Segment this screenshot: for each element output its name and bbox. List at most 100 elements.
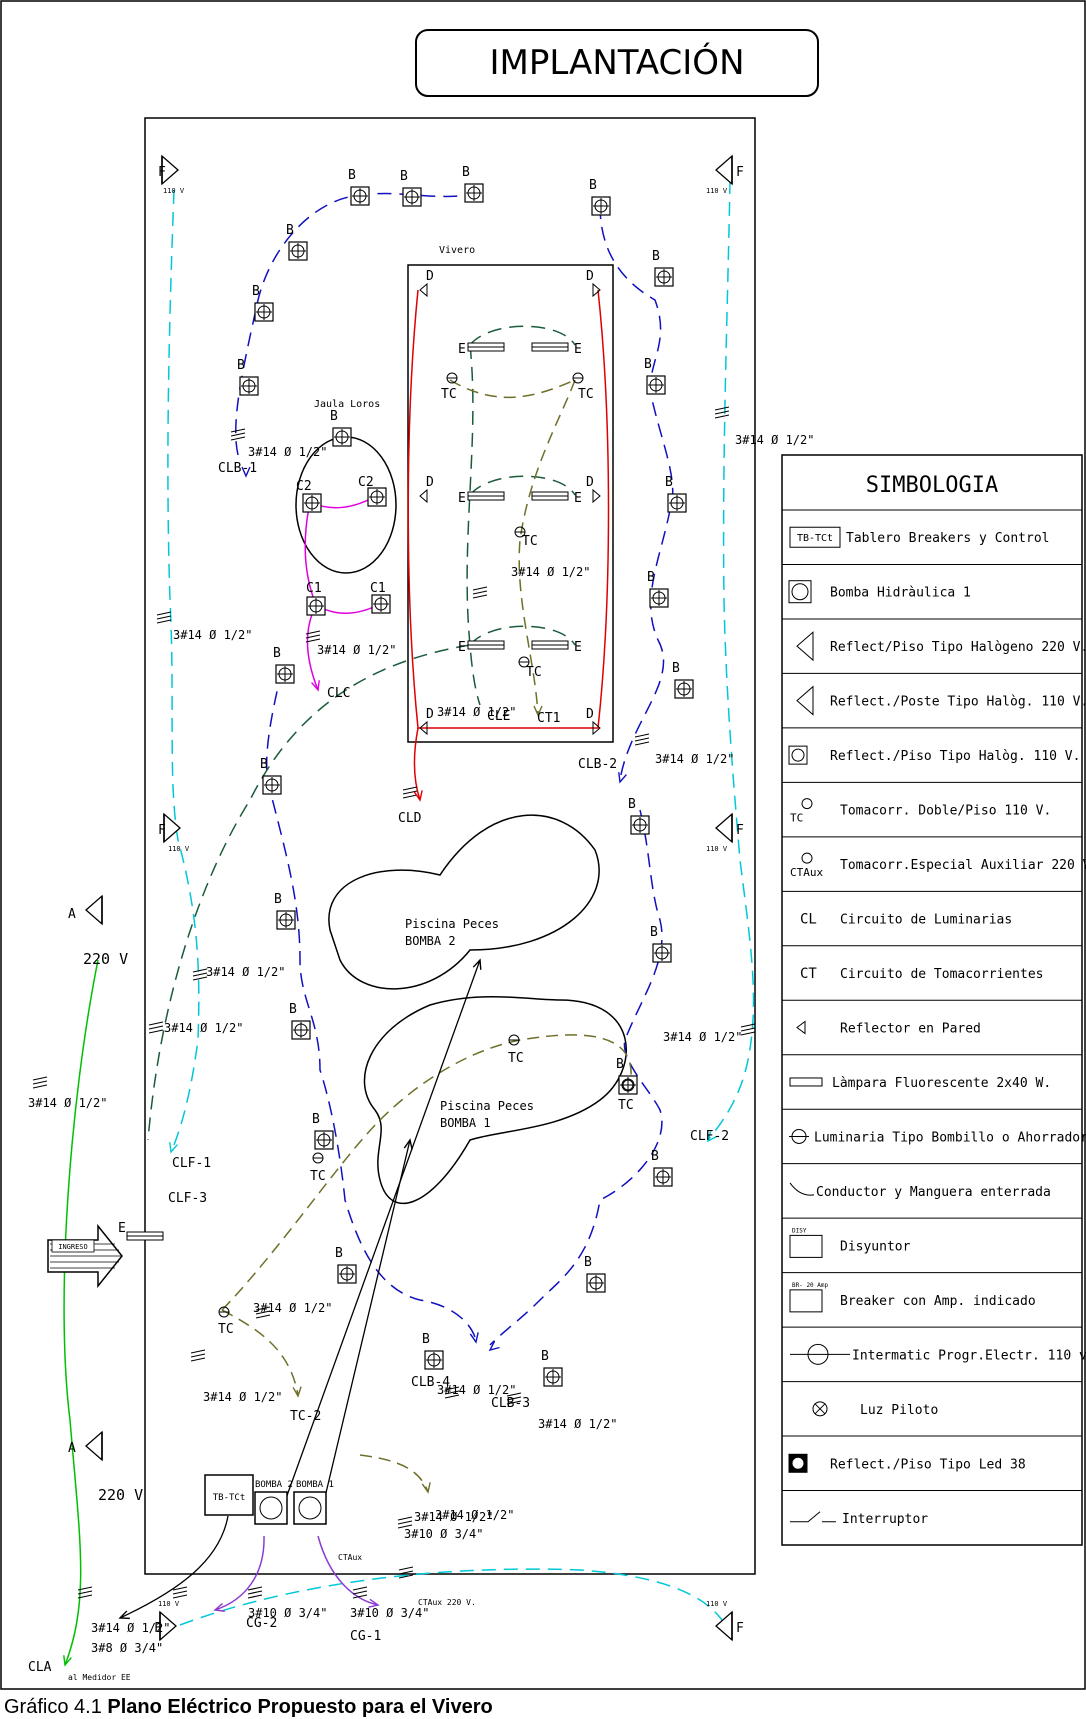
tick-mark — [305, 638, 321, 643]
tick-mark — [472, 594, 488, 599]
wall-reflector-d-label: D — [586, 269, 594, 284]
arrow-head — [368, 1598, 380, 1608]
wire-3-14-label: 3#14 Ø 1/2" — [437, 705, 516, 719]
legend-item-label: Circuito de Luminarias — [840, 913, 1012, 928]
tick-mark — [506, 1392, 522, 1397]
tick-mark — [247, 1594, 263, 1599]
legend-item-label: Disyuntor — [840, 1239, 911, 1254]
reflector-f-label: F — [154, 1621, 162, 1636]
tick-mark — [714, 406, 730, 411]
legend-item-label: Breaker con Amp. indicado — [840, 1294, 1036, 1309]
circuit-cla: CLA — [28, 1660, 52, 1675]
arrow-head — [403, 1138, 413, 1150]
luminaire-b-label: B — [330, 409, 338, 424]
wall-reflector-d — [592, 488, 601, 504]
luminaire-b — [674, 679, 694, 699]
luminaire-b — [586, 1273, 606, 1293]
tick-mark — [255, 1306, 271, 1311]
tick-mark — [255, 1314, 271, 1319]
luminaire-b-label: B — [400, 169, 408, 184]
luminaire-b-label: B — [260, 757, 268, 772]
tick-mark — [192, 968, 208, 973]
reflector-f-label: F — [736, 1621, 744, 1636]
luminaire-b — [262, 775, 282, 795]
black-feeders — [119, 959, 481, 1619]
arrow-head — [241, 466, 251, 478]
tick-mark — [247, 1586, 263, 1591]
tick-mark — [77, 1594, 93, 1599]
luminaire-b-label: B — [672, 661, 680, 676]
wall-reflector-d — [592, 720, 601, 736]
reflector-triangle — [715, 154, 733, 186]
wall-reflector-d-label: D — [586, 475, 594, 490]
tick-mark — [190, 1357, 206, 1362]
conductor-ticks — [444, 1386, 460, 1399]
luminaire-b-label: B — [616, 1057, 624, 1072]
luminaire-b-label: B — [652, 249, 660, 264]
outlet-tc — [572, 372, 584, 384]
legend-protection-symbol — [789, 1234, 823, 1258]
tick-mark — [397, 1516, 413, 1521]
tick-mark — [397, 1524, 413, 1529]
wall-reflector-d-label: D — [586, 707, 594, 722]
outlet-tc-label: TC — [218, 1322, 234, 1337]
luminaire-b-label: B — [348, 168, 356, 183]
luminaire-b-label: B — [584, 1255, 592, 1270]
luminaire-b-label: B — [422, 1332, 430, 1347]
bomba1-feed-arrow — [403, 1138, 413, 1150]
luminaire-b-label: B — [589, 178, 597, 193]
luminaire-b — [654, 267, 674, 287]
wire-3-8-label: 3#8 Ø 3/4" — [91, 1641, 163, 1655]
legend-outlet-symbol-text: TC — [790, 812, 803, 825]
circuit-ctaux220: CTAux 220 V. — [418, 1598, 476, 1607]
tick-mark — [714, 410, 730, 415]
fluorescent-e-label: E — [118, 1221, 126, 1236]
c1-magenta-run — [315, 603, 381, 614]
bomba-2-icon — [259, 1496, 283, 1520]
parrot-cage-point — [306, 596, 326, 616]
fluorescent-e — [467, 491, 505, 501]
reflector-f-top-right — [715, 154, 733, 186]
volts-220-label: 220 V — [98, 1486, 143, 1504]
legend-item-label: Reflect./Poste Tipo Halòg. 110 V. — [830, 695, 1086, 710]
wire-3-14-label: 3#14 Ø 1/2" — [253, 1301, 332, 1315]
medidor-arrow — [118, 1610, 130, 1620]
legend-item-label: Luz Piloto — [860, 1403, 938, 1418]
luminaire-b — [350, 186, 370, 206]
tick-mark — [398, 1566, 414, 1571]
reflector-a-top — [85, 894, 103, 926]
piscina2-line1: Piscina Peces — [405, 917, 499, 931]
tick-mark — [634, 741, 650, 746]
luminaire-b-label: B — [237, 358, 245, 373]
bomba-2-label: BOMBA 2 — [255, 1480, 293, 1490]
tick-mark — [352, 1594, 368, 1599]
legend-item-label: Intermatic Progr.Electr. 110 v. — [852, 1348, 1086, 1363]
luminaire-b-label: B — [335, 1246, 343, 1261]
circuit-clf3: CLF-3 — [168, 1191, 207, 1206]
cg1-arrow — [368, 1598, 380, 1608]
circuit-cg1: CG-1 — [350, 1629, 381, 1644]
tick-mark — [352, 1590, 368, 1595]
luminaire-b — [649, 588, 669, 608]
conductor-ticks — [714, 406, 730, 419]
tick-mark — [172, 1586, 188, 1591]
device-symbols — [32, 154, 756, 1667]
arrow-head — [488, 1340, 500, 1352]
figure-caption: Gráfico 4.1 Plano Eléctrico Propuesto pa… — [4, 1696, 493, 1719]
tick-mark — [634, 733, 650, 738]
arrow-head — [706, 1131, 718, 1143]
circuit-ct1: CT1 — [537, 711, 560, 726]
outlet-tc-label: TC — [508, 1051, 524, 1066]
cla-green-run — [63, 959, 99, 1666]
conductor-ticks — [247, 1586, 263, 1599]
outlet-tc-label: TC — [522, 534, 538, 549]
arrow-head — [118, 1610, 130, 1620]
clc-arrow — [311, 680, 320, 692]
site-boundary — [144, 117, 756, 1575]
arrow-head — [413, 790, 423, 802]
wire-3-10-label: 3#10 Ø 3/4" — [248, 1606, 327, 1620]
conductor-ticks — [634, 733, 650, 746]
tick-mark — [714, 414, 730, 419]
piscina1-line2: BOMBA 1 — [440, 1116, 491, 1130]
